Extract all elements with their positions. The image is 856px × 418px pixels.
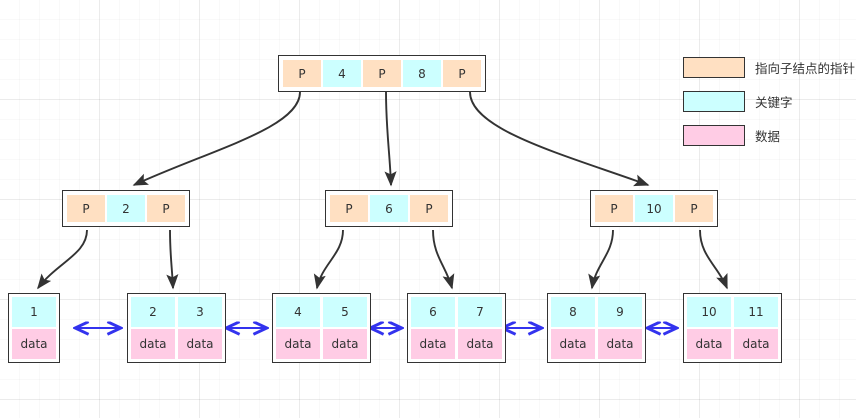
leaf-entry[interactable]: 2 data xyxy=(131,297,175,359)
legend-label-data: 数据 xyxy=(755,128,781,144)
leaf-entry[interactable]: 1 data xyxy=(12,297,56,359)
leaf-data[interactable]: data xyxy=(131,329,175,359)
edge-internal-middle-to-leaf-3 xyxy=(313,229,344,290)
leaf-entry[interactable]: 7 data xyxy=(458,297,502,359)
leaf-entry[interactable]: 3 data xyxy=(178,297,222,359)
legend-label-key: 关键字 xyxy=(755,94,793,110)
leaf-data[interactable]: data xyxy=(178,329,222,359)
leaf-entry[interactable]: 11 data xyxy=(734,297,778,359)
leaf-data[interactable]: data xyxy=(687,329,731,359)
leaf-key[interactable]: 1 xyxy=(12,297,56,327)
internal-node-left[interactable]: P 2 P xyxy=(62,190,190,227)
leaf-entry[interactable]: 6 data xyxy=(411,297,455,359)
legend-swatch-data xyxy=(683,124,745,146)
root-pointer-1[interactable]: P xyxy=(363,60,401,87)
edge-internal-left-to-leaf-1 xyxy=(37,229,88,290)
leaf-key[interactable]: 9 xyxy=(598,297,642,327)
leaf-key[interactable]: 2 xyxy=(131,297,175,327)
leaf-entry[interactable]: 8 data xyxy=(551,297,595,359)
leaf-key[interactable]: 8 xyxy=(551,297,595,327)
internal-right-pointer-1[interactable]: P xyxy=(675,195,713,222)
legend-item-pointer: 指向子结点的指针 xyxy=(683,56,855,78)
leaf-data[interactable]: data xyxy=(734,329,778,359)
leaf-key[interactable]: 4 xyxy=(276,297,320,327)
legend-item-key: 关键字 xyxy=(683,90,855,112)
leaf-entry[interactable]: 10 data xyxy=(687,297,731,359)
leaf-data[interactable]: data xyxy=(551,329,595,359)
leaf-node-3[interactable]: 4 data 5 data xyxy=(272,293,371,363)
root-node[interactable]: P 4 P 8 P xyxy=(278,55,486,92)
edge-internal-left-to-leaf-2 xyxy=(166,229,179,290)
leaf-key[interactable]: 7 xyxy=(458,297,502,327)
leaf-entry[interactable]: 4 data xyxy=(276,297,320,359)
edge-root-to-internal-left xyxy=(132,91,301,186)
edge-root-to-internal-middle xyxy=(384,91,397,187)
leaf-node-5[interactable]: 8 data 9 data xyxy=(547,293,646,363)
leaf-data[interactable]: data xyxy=(12,329,56,359)
leaf-data[interactable]: data xyxy=(598,329,642,359)
internal-middle-pointer-1[interactable]: P xyxy=(410,195,448,222)
legend-item-data: 数据 xyxy=(683,124,855,146)
leaf-data[interactable]: data xyxy=(323,329,367,359)
legend-label-pointer: 指向子结点的指针 xyxy=(755,60,856,76)
edge-internal-right-to-leaf-6 xyxy=(699,229,728,290)
internal-middle-key[interactable]: 6 xyxy=(370,195,408,222)
leaf-entry[interactable]: 5 data xyxy=(323,297,367,359)
leaf-node-2[interactable]: 2 data 3 data xyxy=(127,293,226,363)
root-pointer-2[interactable]: P xyxy=(443,60,481,87)
legend: 指向子结点的指针 关键字 数据 xyxy=(683,56,855,158)
root-key-4[interactable]: 4 xyxy=(323,60,361,87)
internal-left-key[interactable]: 2 xyxy=(107,195,145,222)
internal-node-right[interactable]: P 10 P xyxy=(590,190,718,227)
internal-left-pointer-0[interactable]: P xyxy=(67,195,105,222)
internal-middle-pointer-0[interactable]: P xyxy=(330,195,368,222)
leaf-data[interactable]: data xyxy=(276,329,320,359)
leaf-node-6[interactable]: 10 data 11 data xyxy=(683,293,782,363)
leaf-entry[interactable]: 9 data xyxy=(598,297,642,359)
internal-right-pointer-0[interactable]: P xyxy=(595,195,633,222)
internal-left-pointer-1[interactable]: P xyxy=(147,195,185,222)
internal-node-middle[interactable]: P 6 P xyxy=(325,190,453,227)
edge-root-to-internal-right xyxy=(469,91,650,187)
edge-internal-middle-to-leaf-4 xyxy=(432,229,455,290)
leaf-key[interactable]: 11 xyxy=(734,297,778,327)
leaf-key[interactable]: 6 xyxy=(411,297,455,327)
legend-swatch-pointer xyxy=(683,56,745,78)
leaf-key[interactable]: 5 xyxy=(323,297,367,327)
leaf-key[interactable]: 10 xyxy=(687,297,731,327)
root-key-8[interactable]: 8 xyxy=(403,60,441,87)
edge-internal-right-to-leaf-5 xyxy=(588,229,614,290)
leaf-node-4[interactable]: 6 data 7 data xyxy=(407,293,506,363)
internal-right-key[interactable]: 10 xyxy=(635,195,673,222)
root-pointer-0[interactable]: P xyxy=(283,60,321,87)
legend-swatch-key xyxy=(683,90,745,112)
leaf-data[interactable]: data xyxy=(411,329,455,359)
leaf-key[interactable]: 3 xyxy=(178,297,222,327)
leaf-node-1[interactable]: 1 data xyxy=(8,293,60,363)
leaf-data[interactable]: data xyxy=(458,329,502,359)
